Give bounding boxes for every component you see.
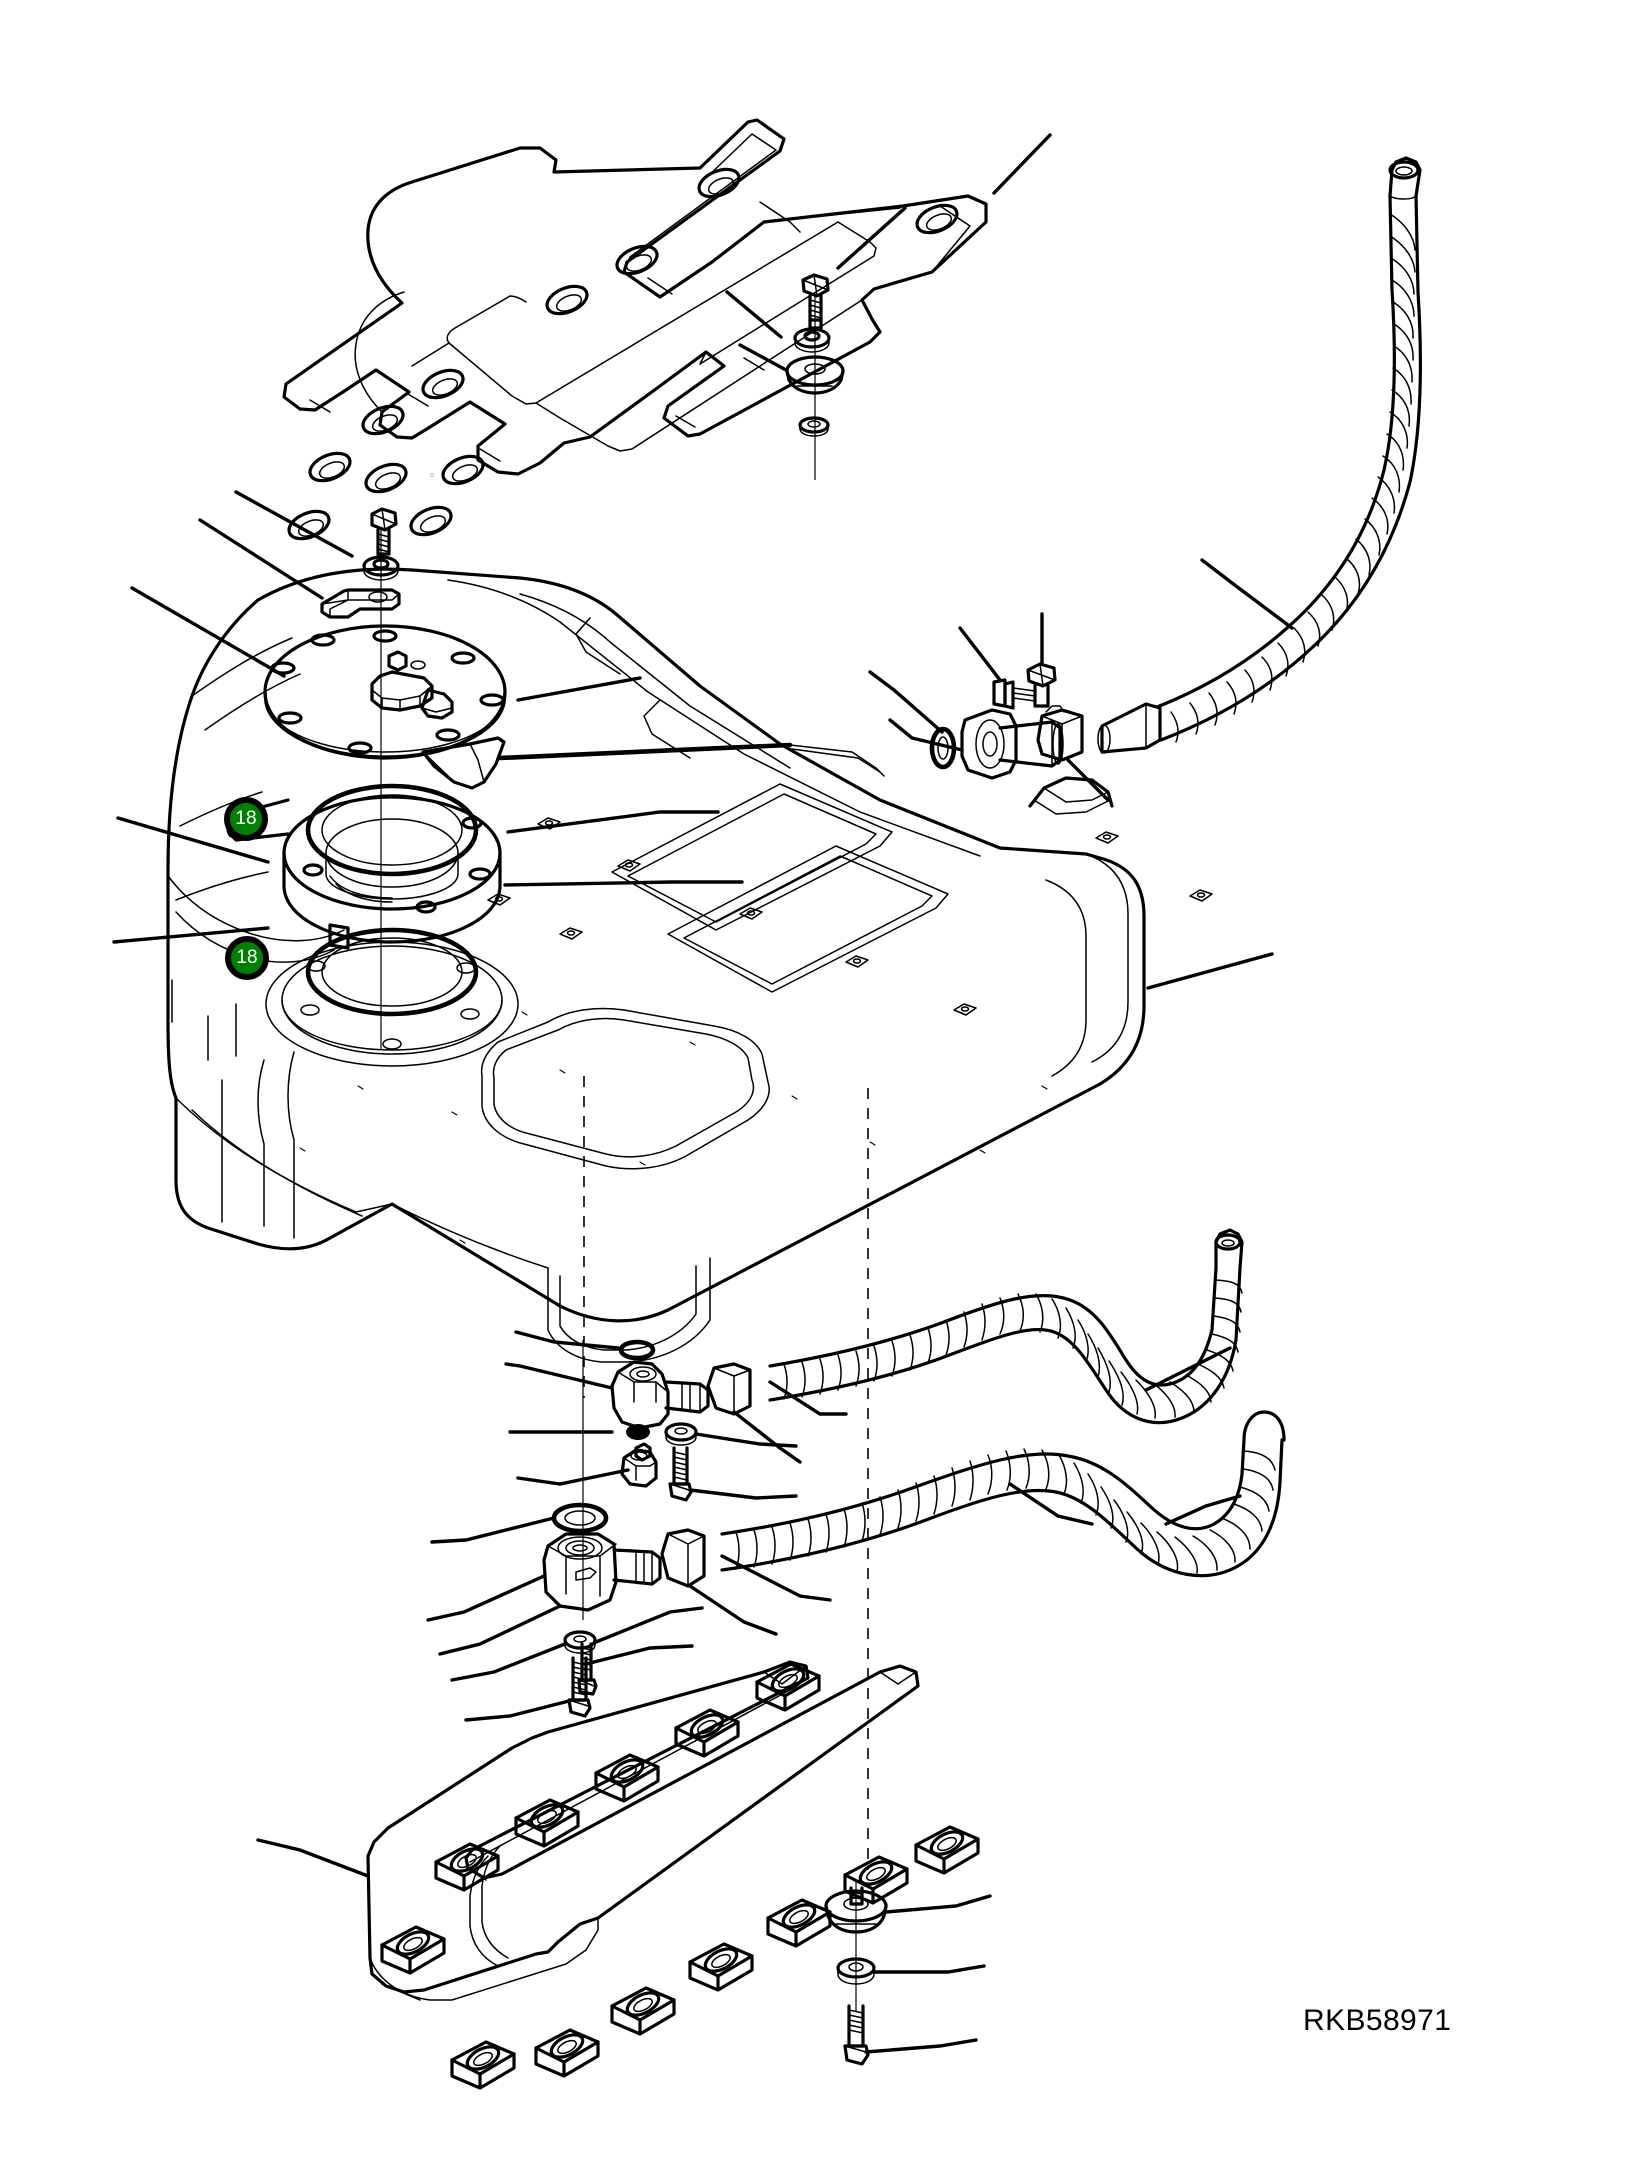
fuel-sender-group	[226, 507, 885, 1067]
leader-lines-lower-valve	[426, 1482, 1242, 1722]
base-plate-upper-nuts	[434, 1662, 821, 1892]
upper-hose-corrugations	[783, 1279, 1243, 1419]
lower-hose-corrugations	[735, 1448, 1276, 1574]
tank-mounting-pads	[487, 817, 1213, 1016]
tank-sender-boss	[265, 941, 519, 1067]
base-plate-lower-nuts	[450, 1855, 909, 2090]
filler-neck-fitting-group	[929, 156, 1422, 780]
plate-fastener-stack	[785, 273, 845, 480]
leader-lines-base	[256, 1606, 992, 2054]
reference-badge-18-upper[interactable]: 18	[224, 797, 268, 841]
drawing-code-label: RKB58971	[1303, 2004, 1452, 2037]
sender-oring-upper	[305, 783, 479, 877]
upper-mounting-plate-group	[282, 118, 988, 541]
sender-flange-ring	[226, 795, 502, 950]
fuel-tank-body	[166, 567, 1213, 1870]
reference-badge-18-lower[interactable]: 18	[225, 936, 269, 980]
base-fastener-stack	[824, 1880, 888, 2066]
leader-lines-top	[725, 133, 1052, 372]
sender-terminal-detail	[370, 650, 454, 720]
tank-surface-marks	[299, 1011, 1048, 1244]
plate-bolt-holes	[287, 167, 959, 541]
lower-drain-valve-group	[542, 1410, 1286, 1718]
leader-lines-filler	[868, 558, 1294, 802]
leader-lines-upper-valve	[504, 1330, 1232, 1500]
filler-hose-corrugations	[1170, 213, 1416, 743]
upper-drain-valve-group	[582, 1228, 1244, 1620]
leader-lines-tank	[1146, 952, 1274, 990]
base-mounting-plate-group	[366, 1642, 980, 2090]
